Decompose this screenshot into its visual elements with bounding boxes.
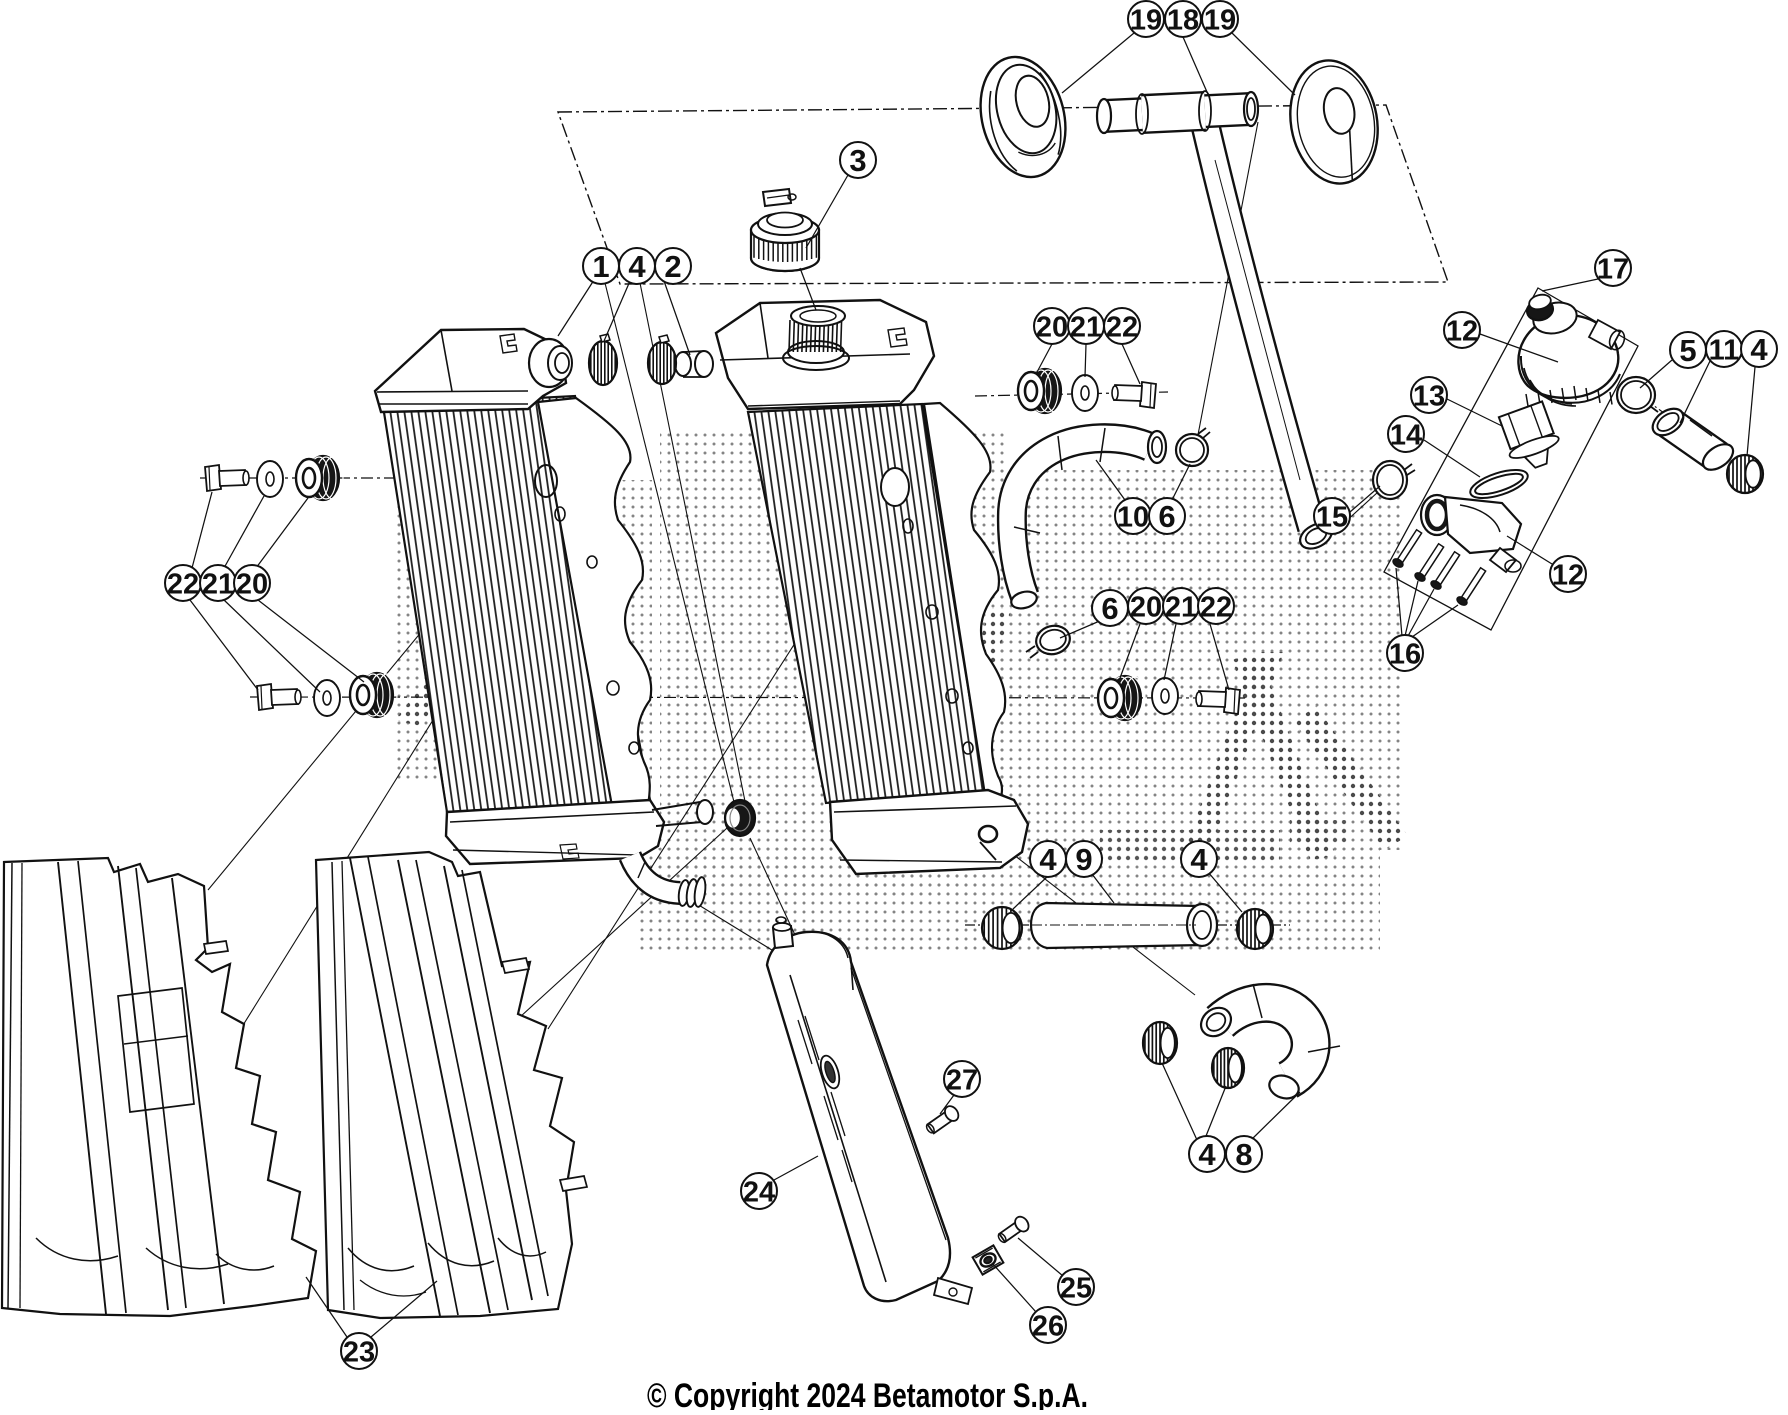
svg-text:4: 4: [1198, 1137, 1216, 1172]
svg-text:4: 4: [1750, 332, 1768, 367]
svg-text:5: 5: [1679, 333, 1696, 368]
svg-text:22: 22: [1200, 591, 1232, 623]
svg-text:16: 16: [1389, 638, 1421, 670]
svg-text:10: 10: [1117, 501, 1149, 533]
svg-text:4: 4: [1190, 842, 1208, 877]
svg-text:24: 24: [743, 1176, 775, 1208]
svg-text:26: 26: [1032, 1310, 1064, 1342]
svg-text:20: 20: [1036, 311, 1068, 343]
svg-text:17: 17: [1597, 253, 1629, 285]
svg-text:14: 14: [1390, 419, 1422, 451]
svg-text:20: 20: [1130, 591, 1162, 623]
svg-text:19: 19: [1130, 4, 1162, 36]
svg-text:13: 13: [1413, 380, 1445, 412]
svg-text:15: 15: [1316, 501, 1348, 533]
svg-text:21: 21: [1070, 311, 1102, 343]
svg-text:9: 9: [1075, 842, 1092, 877]
svg-text:20: 20: [236, 568, 268, 600]
svg-text:6: 6: [1101, 591, 1118, 626]
svg-text:19: 19: [1204, 4, 1236, 36]
svg-text:25: 25: [1060, 1272, 1092, 1304]
svg-text:21: 21: [202, 568, 234, 600]
svg-text:8: 8: [1235, 1137, 1252, 1172]
svg-text:21: 21: [1165, 591, 1197, 623]
svg-text:27: 27: [946, 1064, 978, 1096]
svg-text:4: 4: [628, 249, 646, 284]
svg-text:18: 18: [1167, 4, 1199, 36]
svg-text:23: 23: [343, 1336, 375, 1368]
svg-text:12: 12: [1446, 315, 1478, 347]
svg-text:22: 22: [1106, 311, 1138, 343]
svg-text:22: 22: [167, 568, 199, 600]
svg-text:2: 2: [664, 249, 681, 284]
svg-text:11: 11: [1709, 334, 1740, 366]
svg-text:3: 3: [849, 143, 866, 178]
svg-text:1: 1: [592, 249, 609, 284]
svg-text:4: 4: [1039, 842, 1057, 877]
svg-text:12: 12: [1552, 559, 1584, 591]
svg-text:6: 6: [1158, 499, 1175, 534]
svg-text:© Copyright 2024 Betamotor S.p: © Copyright 2024 Betamotor S.p.A.: [647, 1377, 1088, 1410]
